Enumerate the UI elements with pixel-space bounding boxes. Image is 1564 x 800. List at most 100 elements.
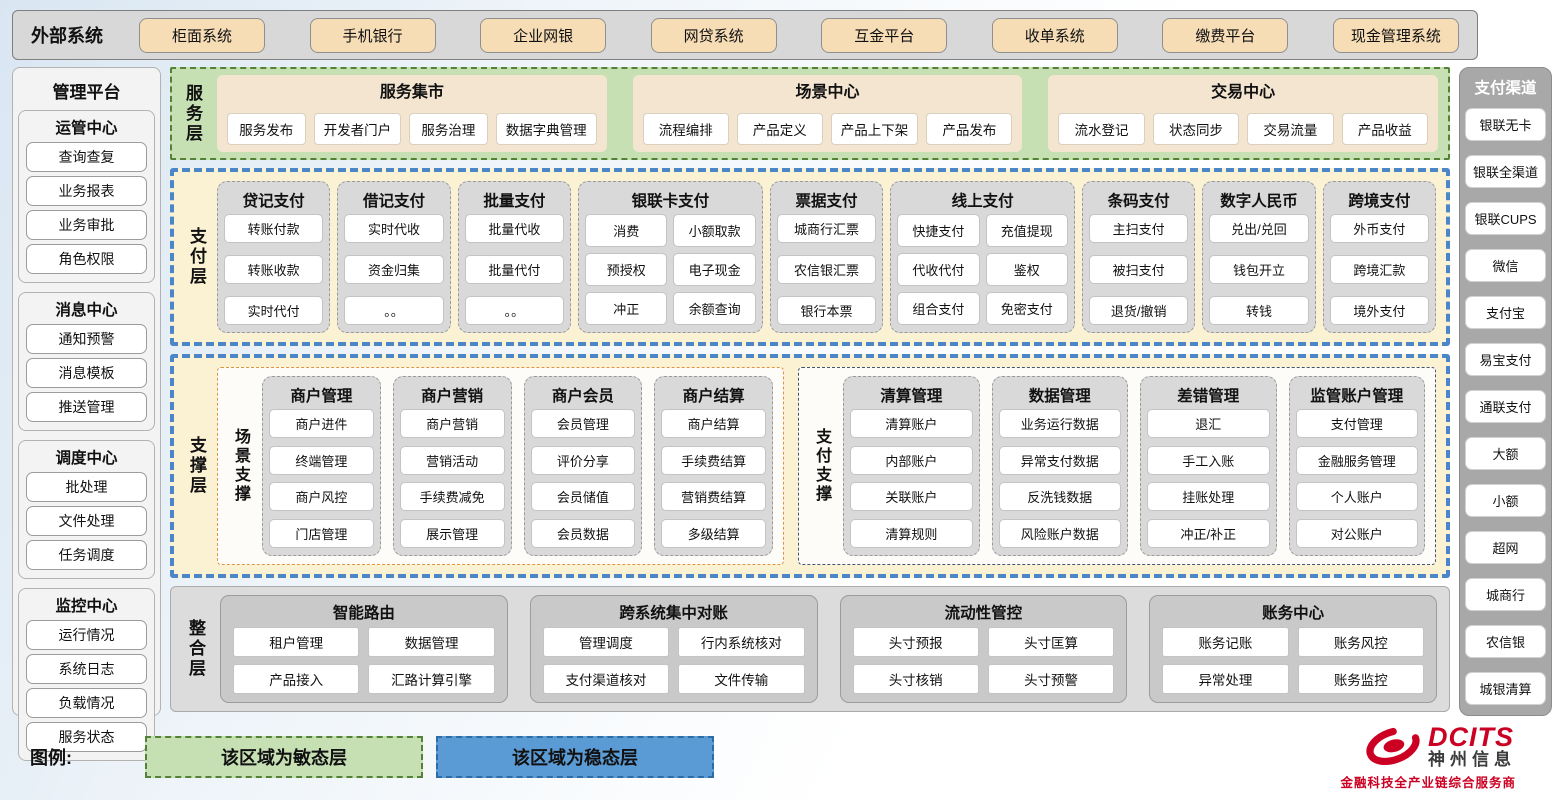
support-item[interactable]: 清算账户 — [850, 409, 973, 438]
payment-item[interactable]: 转钱 — [1209, 296, 1309, 325]
support-item[interactable]: 商户营销 — [399, 409, 505, 438]
service-item[interactable]: 服务发布 — [227, 113, 306, 145]
payment-item[interactable]: 鉴权 — [985, 253, 1068, 286]
support-item[interactable]: 多级结算 — [661, 518, 767, 548]
payment-item[interactable]: 充值提现 — [985, 214, 1068, 247]
integration-item[interactable]: 头寸预报 — [852, 627, 979, 657]
management-item[interactable]: 服务状态 — [26, 722, 147, 752]
external-system-button[interactable]: 网贷系统 — [650, 17, 777, 53]
support-item[interactable]: 金融服务管理 — [1295, 445, 1419, 475]
management-item[interactable]: 通知预警 — [26, 324, 147, 354]
integration-item[interactable]: 产品接入 — [233, 664, 360, 694]
payment-channel-button[interactable]: 农信银 — [1465, 625, 1546, 658]
support-item[interactable]: 关联账户 — [850, 482, 973, 512]
payment-item[interactable]: 境外支付 — [1329, 296, 1429, 325]
management-item[interactable]: 推送管理 — [26, 392, 147, 422]
support-item[interactable]: 终端管理 — [269, 445, 374, 475]
support-item[interactable]: 商户结算 — [661, 409, 767, 438]
service-item[interactable]: 开发者门户 — [313, 113, 402, 145]
external-system-button[interactable]: 柜面系统 — [139, 17, 265, 53]
payment-item[interactable]: 。。 — [344, 296, 444, 325]
payment-channel-button[interactable]: 超网 — [1465, 531, 1546, 564]
payment-item[interactable]: 兑出/兑回 — [1209, 214, 1309, 243]
external-system-button[interactable]: 互金平台 — [821, 17, 948, 53]
payment-channel-button[interactable]: 城银清算 — [1465, 672, 1546, 705]
payment-item[interactable]: 转账收款 — [224, 255, 324, 284]
management-item[interactable]: 运行情况 — [26, 620, 147, 650]
support-item[interactable]: 退汇 — [1147, 409, 1270, 438]
support-item[interactable]: 会员储值 — [530, 482, 636, 512]
support-item[interactable]: 会员管理 — [530, 409, 636, 438]
support-item[interactable]: 手续费结算 — [661, 445, 767, 475]
payment-item[interactable]: 小额取款 — [673, 214, 756, 247]
payment-item[interactable]: 组合支付 — [897, 292, 980, 325]
integration-item[interactable]: 账务风控 — [1297, 627, 1424, 657]
service-item[interactable]: 产品收益 — [1341, 113, 1429, 145]
payment-channel-button[interactable]: 银联CUPS — [1465, 202, 1546, 235]
integration-item[interactable]: 租户管理 — [233, 627, 360, 657]
external-system-button[interactable]: 手机银行 — [309, 17, 436, 53]
payment-channel-button[interactable]: 银联全渠道 — [1465, 155, 1546, 188]
external-system-button[interactable]: 现金管理系统 — [1332, 17, 1459, 53]
management-item[interactable]: 负载情况 — [26, 688, 147, 718]
support-item[interactable]: 冲正/补正 — [1147, 518, 1270, 548]
integration-item[interactable]: 文件传输 — [678, 664, 805, 694]
integration-item[interactable]: 行内系统核对 — [678, 627, 805, 657]
payment-channel-button[interactable]: 易宝支付 — [1465, 343, 1546, 376]
service-item[interactable]: 交易流量 — [1247, 113, 1334, 145]
management-item[interactable]: 角色权限 — [26, 244, 147, 274]
support-item[interactable]: 会员数据 — [530, 518, 636, 548]
support-item[interactable]: 清算规则 — [850, 518, 973, 548]
integration-item[interactable]: 异常处理 — [1162, 664, 1289, 694]
payment-item[interactable]: 实时代收 — [344, 214, 444, 243]
integration-item[interactable]: 头寸预警 — [987, 664, 1115, 694]
payment-channel-button[interactable]: 通联支付 — [1465, 390, 1546, 423]
service-item[interactable]: 数据字典管理 — [495, 113, 597, 145]
payment-item[interactable]: 跨境汇款 — [1329, 255, 1429, 284]
integration-item[interactable]: 汇路计算引擎 — [368, 664, 495, 694]
payment-item[interactable]: 批量代收 — [464, 214, 564, 243]
support-item[interactable]: 手续费减免 — [399, 482, 505, 512]
payment-item[interactable]: 退货/撤销 — [1089, 296, 1189, 325]
integration-item[interactable]: 数据管理 — [368, 627, 495, 657]
payment-item[interactable]: 转账付款 — [224, 214, 324, 243]
payment-channel-button[interactable]: 小额 — [1465, 484, 1546, 517]
management-item[interactable]: 系统日志 — [26, 654, 147, 684]
service-item[interactable]: 产品发布 — [926, 113, 1013, 145]
payment-channel-button[interactable]: 微信 — [1465, 249, 1546, 282]
support-item[interactable]: 展示管理 — [399, 518, 505, 548]
payment-item[interactable]: 快捷支付 — [897, 214, 980, 247]
management-item[interactable]: 批处理 — [26, 472, 147, 502]
support-item[interactable]: 对公账户 — [1295, 518, 1419, 548]
management-item[interactable]: 消息模板 — [26, 358, 147, 388]
payment-item[interactable]: 主扫支付 — [1089, 214, 1189, 243]
payment-item[interactable]: 城商行汇票 — [776, 214, 877, 243]
integration-item[interactable]: 头寸匡算 — [987, 627, 1115, 657]
integration-item[interactable]: 头寸核销 — [852, 664, 979, 694]
payment-channel-button[interactable]: 银联无卡 — [1465, 108, 1546, 141]
support-item[interactable]: 营销活动 — [399, 445, 505, 475]
support-item[interactable]: 门店管理 — [269, 518, 374, 548]
payment-channel-button[interactable]: 大额 — [1465, 437, 1546, 470]
integration-item[interactable]: 支付渠道核对 — [542, 664, 670, 694]
management-item[interactable]: 文件处理 — [26, 506, 147, 536]
service-item[interactable]: 产品定义 — [736, 113, 823, 145]
external-system-button[interactable]: 缴费平台 — [1162, 17, 1289, 53]
service-item[interactable]: 流水登记 — [1058, 113, 1145, 145]
support-item[interactable]: 评价分享 — [530, 445, 636, 475]
support-item[interactable]: 内部账户 — [850, 445, 973, 475]
payment-item[interactable]: 。。 — [464, 296, 564, 325]
payment-item[interactable]: 免密支付 — [985, 292, 1068, 325]
payment-item[interactable]: 冲正 — [584, 292, 668, 325]
management-item[interactable]: 任务调度 — [26, 540, 147, 570]
payment-item[interactable]: 消费 — [584, 214, 668, 247]
payment-item[interactable]: 外币支付 — [1329, 214, 1429, 243]
payment-item[interactable]: 银行本票 — [776, 296, 877, 325]
support-item[interactable]: 支付管理 — [1295, 409, 1419, 438]
payment-item[interactable]: 农信银汇票 — [776, 255, 877, 284]
service-item[interactable]: 状态同步 — [1152, 113, 1240, 145]
integration-item[interactable]: 账务记账 — [1162, 627, 1289, 657]
integration-item[interactable]: 管理调度 — [542, 627, 670, 657]
service-item[interactable]: 服务治理 — [409, 113, 488, 145]
support-item[interactable]: 手工入账 — [1147, 445, 1270, 475]
